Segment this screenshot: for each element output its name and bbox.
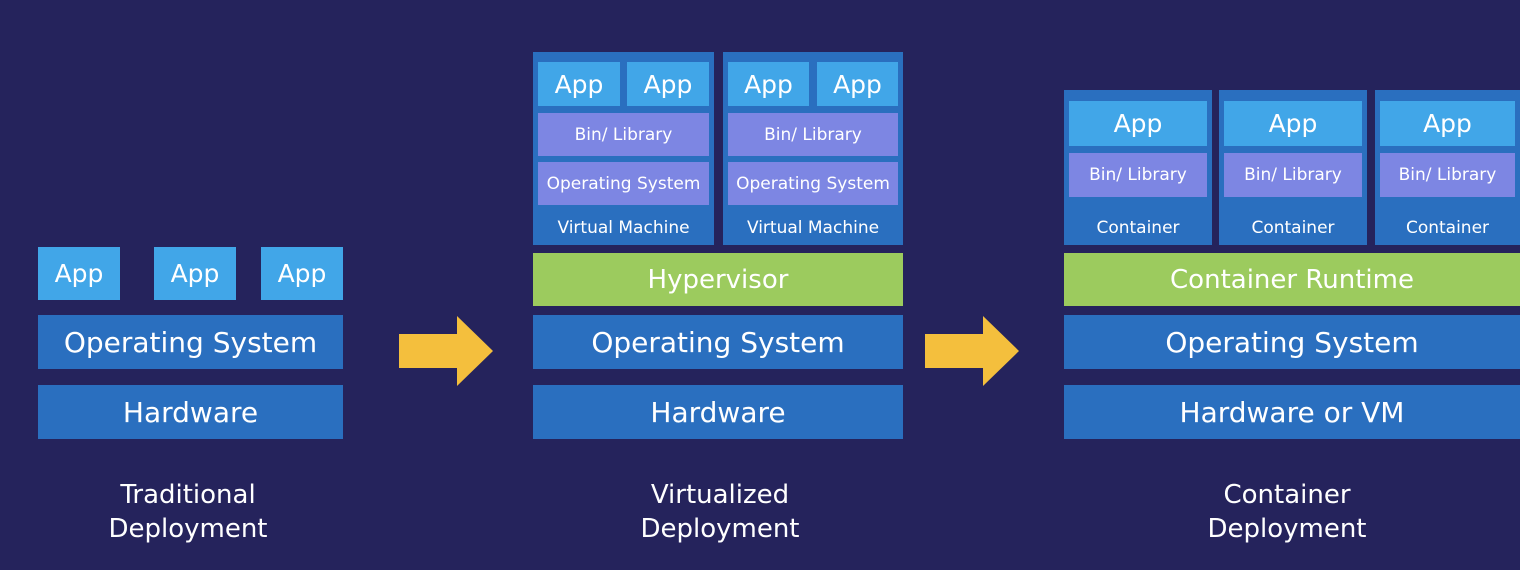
traditional-hardware-layer: Hardware [38, 385, 343, 439]
container-os-layer: Operating System [1064, 315, 1520, 369]
traditional-app-3: App [261, 247, 343, 300]
vm1-label: Virtual Machine [557, 218, 690, 238]
container-caption-line1: Container [1223, 480, 1351, 510]
virtualized-caption: Virtualized Deployment [570, 478, 870, 546]
container3-bin-library: Bin/ Library [1380, 153, 1515, 197]
container2-bin-library: Bin/ Library [1224, 153, 1362, 197]
container-runtime-layer: Container Runtime [1064, 253, 1520, 306]
vm1-bin-library: Bin/ Library [538, 113, 709, 156]
hypervisor-layer: Hypervisor [533, 253, 903, 306]
vm1-app-2: App [627, 62, 709, 106]
traditional-caption-line1: Traditional [120, 480, 256, 510]
container-caption-line2: Deployment [1207, 514, 1367, 544]
traditional-app-2: App [154, 247, 236, 300]
container-caption: Container Deployment [1137, 478, 1437, 546]
traditional-app-1: App [38, 247, 120, 300]
container2-app: App [1224, 101, 1362, 146]
container-hardware-layer: Hardware or VM [1064, 385, 1520, 439]
vm2-bin-library: Bin/ Library [728, 113, 898, 156]
virtualized-caption-line2: Deployment [640, 514, 800, 544]
virtualized-hardware-layer: Hardware [533, 385, 903, 439]
container2-label: Container [1251, 217, 1335, 238]
virtualized-os-layer: Operating System [533, 315, 903, 369]
vm2-app-1: App [728, 62, 809, 106]
vm1-app-1: App [538, 62, 620, 106]
right-arrow-icon [925, 316, 1019, 386]
vm2-operating-system: Operating System [728, 162, 898, 205]
container3-label: Container [1405, 217, 1490, 238]
vm2-label: Virtual Machine [746, 218, 880, 238]
vm1-operating-system: Operating System [538, 162, 709, 205]
container1-app: App [1069, 101, 1207, 146]
traditional-caption-line2: Deployment [108, 514, 268, 544]
vm2-app-2: App [817, 62, 898, 106]
virtualized-caption-line1: Virtualized [650, 480, 790, 510]
right-arrow-icon [399, 316, 493, 386]
traditional-os-layer: Operating System [38, 315, 343, 369]
container1-bin-library: Bin/ Library [1069, 153, 1207, 197]
traditional-caption: Traditional Deployment [38, 478, 338, 546]
container1-label: Container [1096, 217, 1180, 238]
container3-app: App [1380, 101, 1515, 146]
